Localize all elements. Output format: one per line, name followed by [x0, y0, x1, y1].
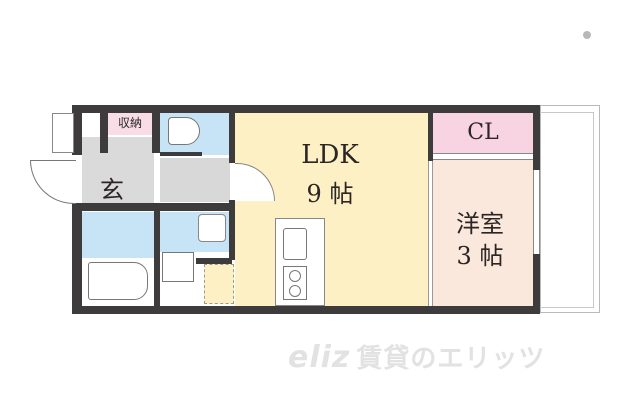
- balcony: [540, 105, 600, 313]
- genkan-label: 玄: [100, 176, 124, 204]
- toilet-icon: [168, 117, 200, 145]
- balcony-inner: [540, 112, 594, 308]
- wall-closet-left: [428, 113, 433, 161]
- hall-floor: [160, 158, 230, 202]
- watermark-text: 賃貸のエリッツ: [356, 344, 546, 374]
- page-dot: [583, 31, 591, 39]
- ldk-room: [235, 113, 428, 306]
- wall-wash-bottom: [196, 258, 232, 264]
- wall-bottom: [72, 306, 540, 314]
- washbasin-icon: [198, 214, 226, 242]
- wall-room-right-bottom: [533, 254, 540, 314]
- wall-ldk-left-top: [229, 113, 235, 163]
- wall-left-upper: [72, 105, 82, 155]
- wall-mid-left: [152, 113, 160, 153]
- bathroom: [82, 212, 154, 260]
- ldk-name-label: LDK: [301, 140, 359, 170]
- ldk-size-label: 9 帖: [306, 180, 354, 208]
- genkan-floor: [82, 137, 154, 203]
- wall-top: [72, 105, 540, 113]
- wall-bath-divider: [154, 211, 160, 306]
- storage: [108, 113, 152, 135]
- fridge-space: [204, 264, 234, 304]
- sliding-door-partition: [428, 161, 433, 306]
- watermark-logo: eliz: [288, 340, 351, 375]
- window-right: [533, 170, 540, 254]
- entrance-door-swing: [30, 160, 76, 204]
- western-room: [433, 160, 533, 306]
- wall-ldk-left-bottom: [229, 200, 235, 260]
- western-room-size-label: 3 帖: [456, 242, 504, 270]
- closet-door-line: [433, 153, 533, 160]
- wall-closet-right: [533, 105, 540, 170]
- western-room-name-label: 洋室: [456, 210, 504, 238]
- wall-toilet-bottom: [160, 152, 202, 156]
- wall-left-lower: [72, 204, 82, 314]
- bathtub-icon: [88, 262, 148, 300]
- gas-stove-icon: [283, 266, 307, 300]
- wall-storage-left: [100, 113, 108, 153]
- wall-genkan-bottom: [72, 203, 232, 211]
- kitchen-sink-icon: [283, 228, 307, 260]
- shoe-cabinet: [52, 113, 74, 153]
- closet: [433, 113, 533, 153]
- washing-machine-pan-icon: [162, 252, 194, 282]
- closet-label: CL: [467, 120, 499, 145]
- storage-label: 収納: [117, 116, 142, 130]
